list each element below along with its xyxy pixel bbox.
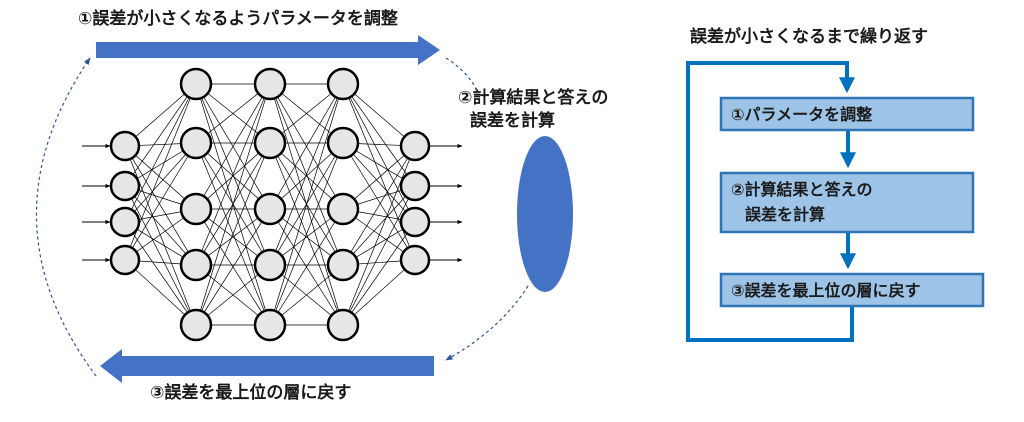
dashed-curve-top-right [445,57,479,93]
step3-label: ③誤差を最上位の層に戻す [150,382,351,403]
network-node-layer-2 [179,308,213,342]
dashed-curve-bottom-right [445,285,529,361]
step2-label-line1: ②計算結果と答えの [458,87,608,108]
network-node-layer-1 [109,206,141,238]
network-node-layer-4 [326,192,360,226]
network-nodes [109,67,431,342]
network-node-layer-2 [179,67,213,101]
network-edge [269,83,344,210]
flowchart-title: 誤差が小さくなるまで繰り返す [690,26,928,47]
network-edge [124,142,197,223]
network-node-layer-3 [253,248,287,282]
network-edge [342,185,416,326]
network-edge [195,142,271,326]
network-edge [124,145,197,266]
dashed-curve-left [35,57,97,377]
network-edge [269,83,344,326]
network-edge [269,142,344,210]
network-edge [342,221,416,326]
network-edge [124,83,197,187]
forward-arrow [96,35,440,65]
network-node-layer-5 [399,206,431,238]
network-edge [124,145,197,326]
backprop-arrow [100,349,434,383]
network-node-layer-1 [109,130,141,162]
network-node-layer-3 [253,126,287,160]
loop-line [686,61,855,342]
network-node-layer-1 [109,170,141,202]
network-edge [124,142,197,261]
network-node-layer-3 [253,192,287,226]
network-node-layer-5 [399,244,431,276]
network-edge [269,142,344,326]
network-edge [195,142,271,210]
network-node-layer-4 [326,126,360,160]
flow-box-2-label-line2: 誤差を計算 [745,205,825,224]
network-edge [342,185,416,266]
network-edge [195,83,271,210]
network-node-layer-3 [253,67,287,101]
step2-label-line2: 誤差を計算 [470,110,555,131]
flow-box-1-label: ①パラメータを調整 [731,105,872,124]
network-node-layer-2 [179,248,213,282]
network-node-layer-5 [399,130,431,162]
error-ellipse [517,136,573,292]
network-node-layer-4 [326,308,360,342]
network-edge [342,142,416,261]
flow-box-2 [719,171,975,234]
network-node-layer-5 [399,170,431,202]
network-edge [342,83,416,187]
network-node-layer-3 [253,308,287,342]
network-node-layer-4 [326,67,360,101]
network-node-layer-4 [326,248,360,282]
flow-box-2-label-line1: ②計算結果と答えの [731,180,873,199]
network-edge [195,83,271,326]
step1-label: ①誤差が小さくなるようパラメータを調整 [78,8,398,29]
network-node-layer-2 [179,192,213,226]
network-node-layer-1 [109,244,141,276]
network-edge [195,208,271,326]
network-edge [269,83,344,266]
network-node-layer-2 [179,126,213,160]
flow-box-3-label: ③誤差を最上位の層に戻す [731,281,921,300]
flow-box-1 [719,96,975,132]
flow-box-3 [719,272,985,308]
network-edge [342,145,416,326]
network-edge [269,208,344,326]
network-io-arrows [82,144,463,262]
network-edge [124,83,197,223]
network-edge [124,221,197,326]
network-edge [342,145,416,266]
network-edge [195,83,271,266]
